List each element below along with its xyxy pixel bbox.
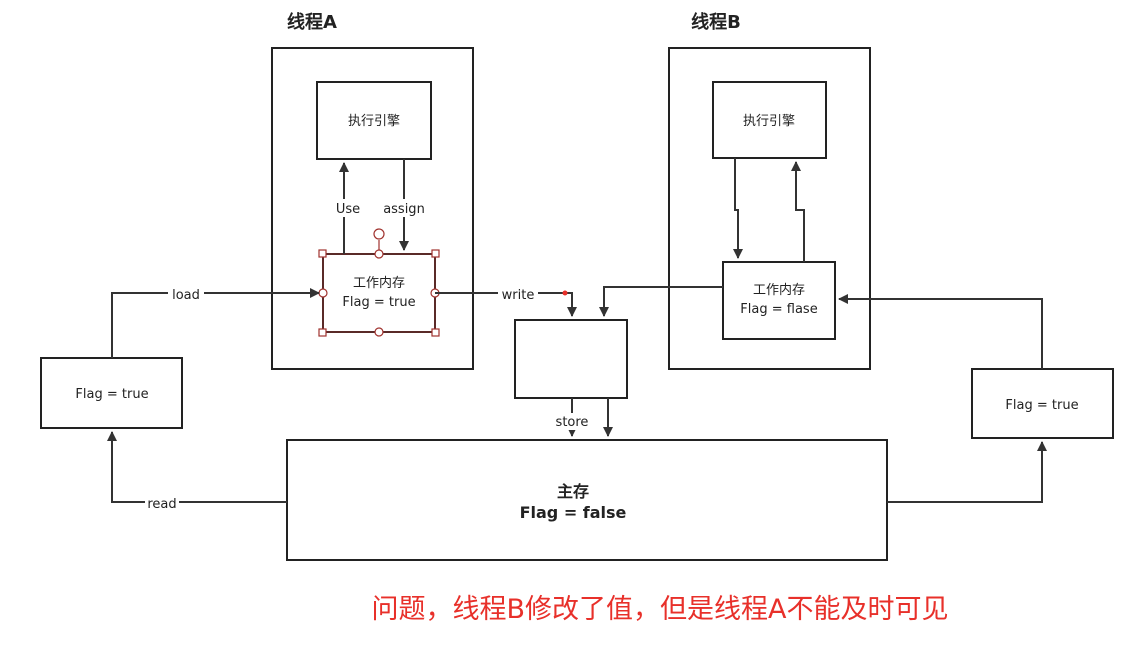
main-memory-value: Flag = false (520, 503, 627, 522)
left-flag-box (40, 357, 183, 429)
use-label: Use (336, 202, 360, 217)
thread-b-engine-label: 执行引擎 (743, 114, 795, 129)
thread-b-up-arrow (791, 161, 805, 262)
read-label: read (147, 497, 176, 512)
write-arrow (435, 292, 577, 317)
left-flag-label: Flag = true (75, 387, 148, 402)
store-label-bg (552, 413, 592, 430)
resize-handle[interactable] (431, 249, 440, 258)
read-label-bg (145, 495, 179, 511)
connection-point[interactable] (374, 249, 384, 259)
thread-b-to-buffer-arrow (599, 286, 723, 317)
thread-a-engine-label: 执行引擎 (348, 114, 400, 129)
connection-point[interactable] (318, 288, 328, 298)
thread-a-work-memory-box[interactable] (322, 253, 436, 333)
resize-handle[interactable] (318, 328, 327, 337)
connection-point[interactable] (374, 327, 384, 337)
assign-label: assign (383, 202, 425, 217)
load-label-bg (168, 286, 204, 302)
thread-b-title: 线程B (691, 11, 741, 33)
write-label: write (502, 288, 535, 303)
load-label: load (172, 288, 200, 303)
right-flag-label: Flag = true (1005, 398, 1078, 413)
thread-b-engine-box (712, 81, 827, 159)
main-memory-box (286, 439, 888, 561)
store-label: store (556, 415, 589, 430)
caption: 问题，线程B修改了值，但是线程A不能及时可见 (372, 594, 949, 625)
thread-a-engine-box (316, 81, 432, 160)
load-arrow (111, 288, 320, 358)
thread-b-down-arrow (733, 158, 743, 259)
read-arrow (107, 431, 287, 503)
main-memory-title: 主存 (557, 482, 589, 501)
thread-a-title: 线程A (287, 11, 337, 33)
resize-handle[interactable] (431, 328, 440, 337)
write-label-bg (498, 286, 538, 302)
use-label-bg (330, 199, 360, 217)
thread-b-work-memory-line1: 工作内存 (753, 282, 805, 298)
resize-handle[interactable] (318, 249, 327, 258)
buffer-box (514, 319, 628, 399)
main-to-right-arrow (887, 441, 1047, 503)
rotate-handle[interactable] (373, 228, 385, 240)
thread-b-work-memory-box (722, 261, 836, 340)
right-to-thread-b-arrow (838, 294, 1043, 369)
selection-handles[interactable] (318, 228, 440, 337)
right-flag-box (971, 368, 1114, 439)
assign-label-bg (380, 199, 428, 217)
thread-b-work-memory-line2: Flag = flase (740, 302, 817, 317)
write-anchor-dot (562, 290, 568, 296)
thread-a-work-memory-line2: Flag = true (342, 295, 415, 310)
thread-a-work-memory-line1: 工作内存 (353, 275, 405, 291)
